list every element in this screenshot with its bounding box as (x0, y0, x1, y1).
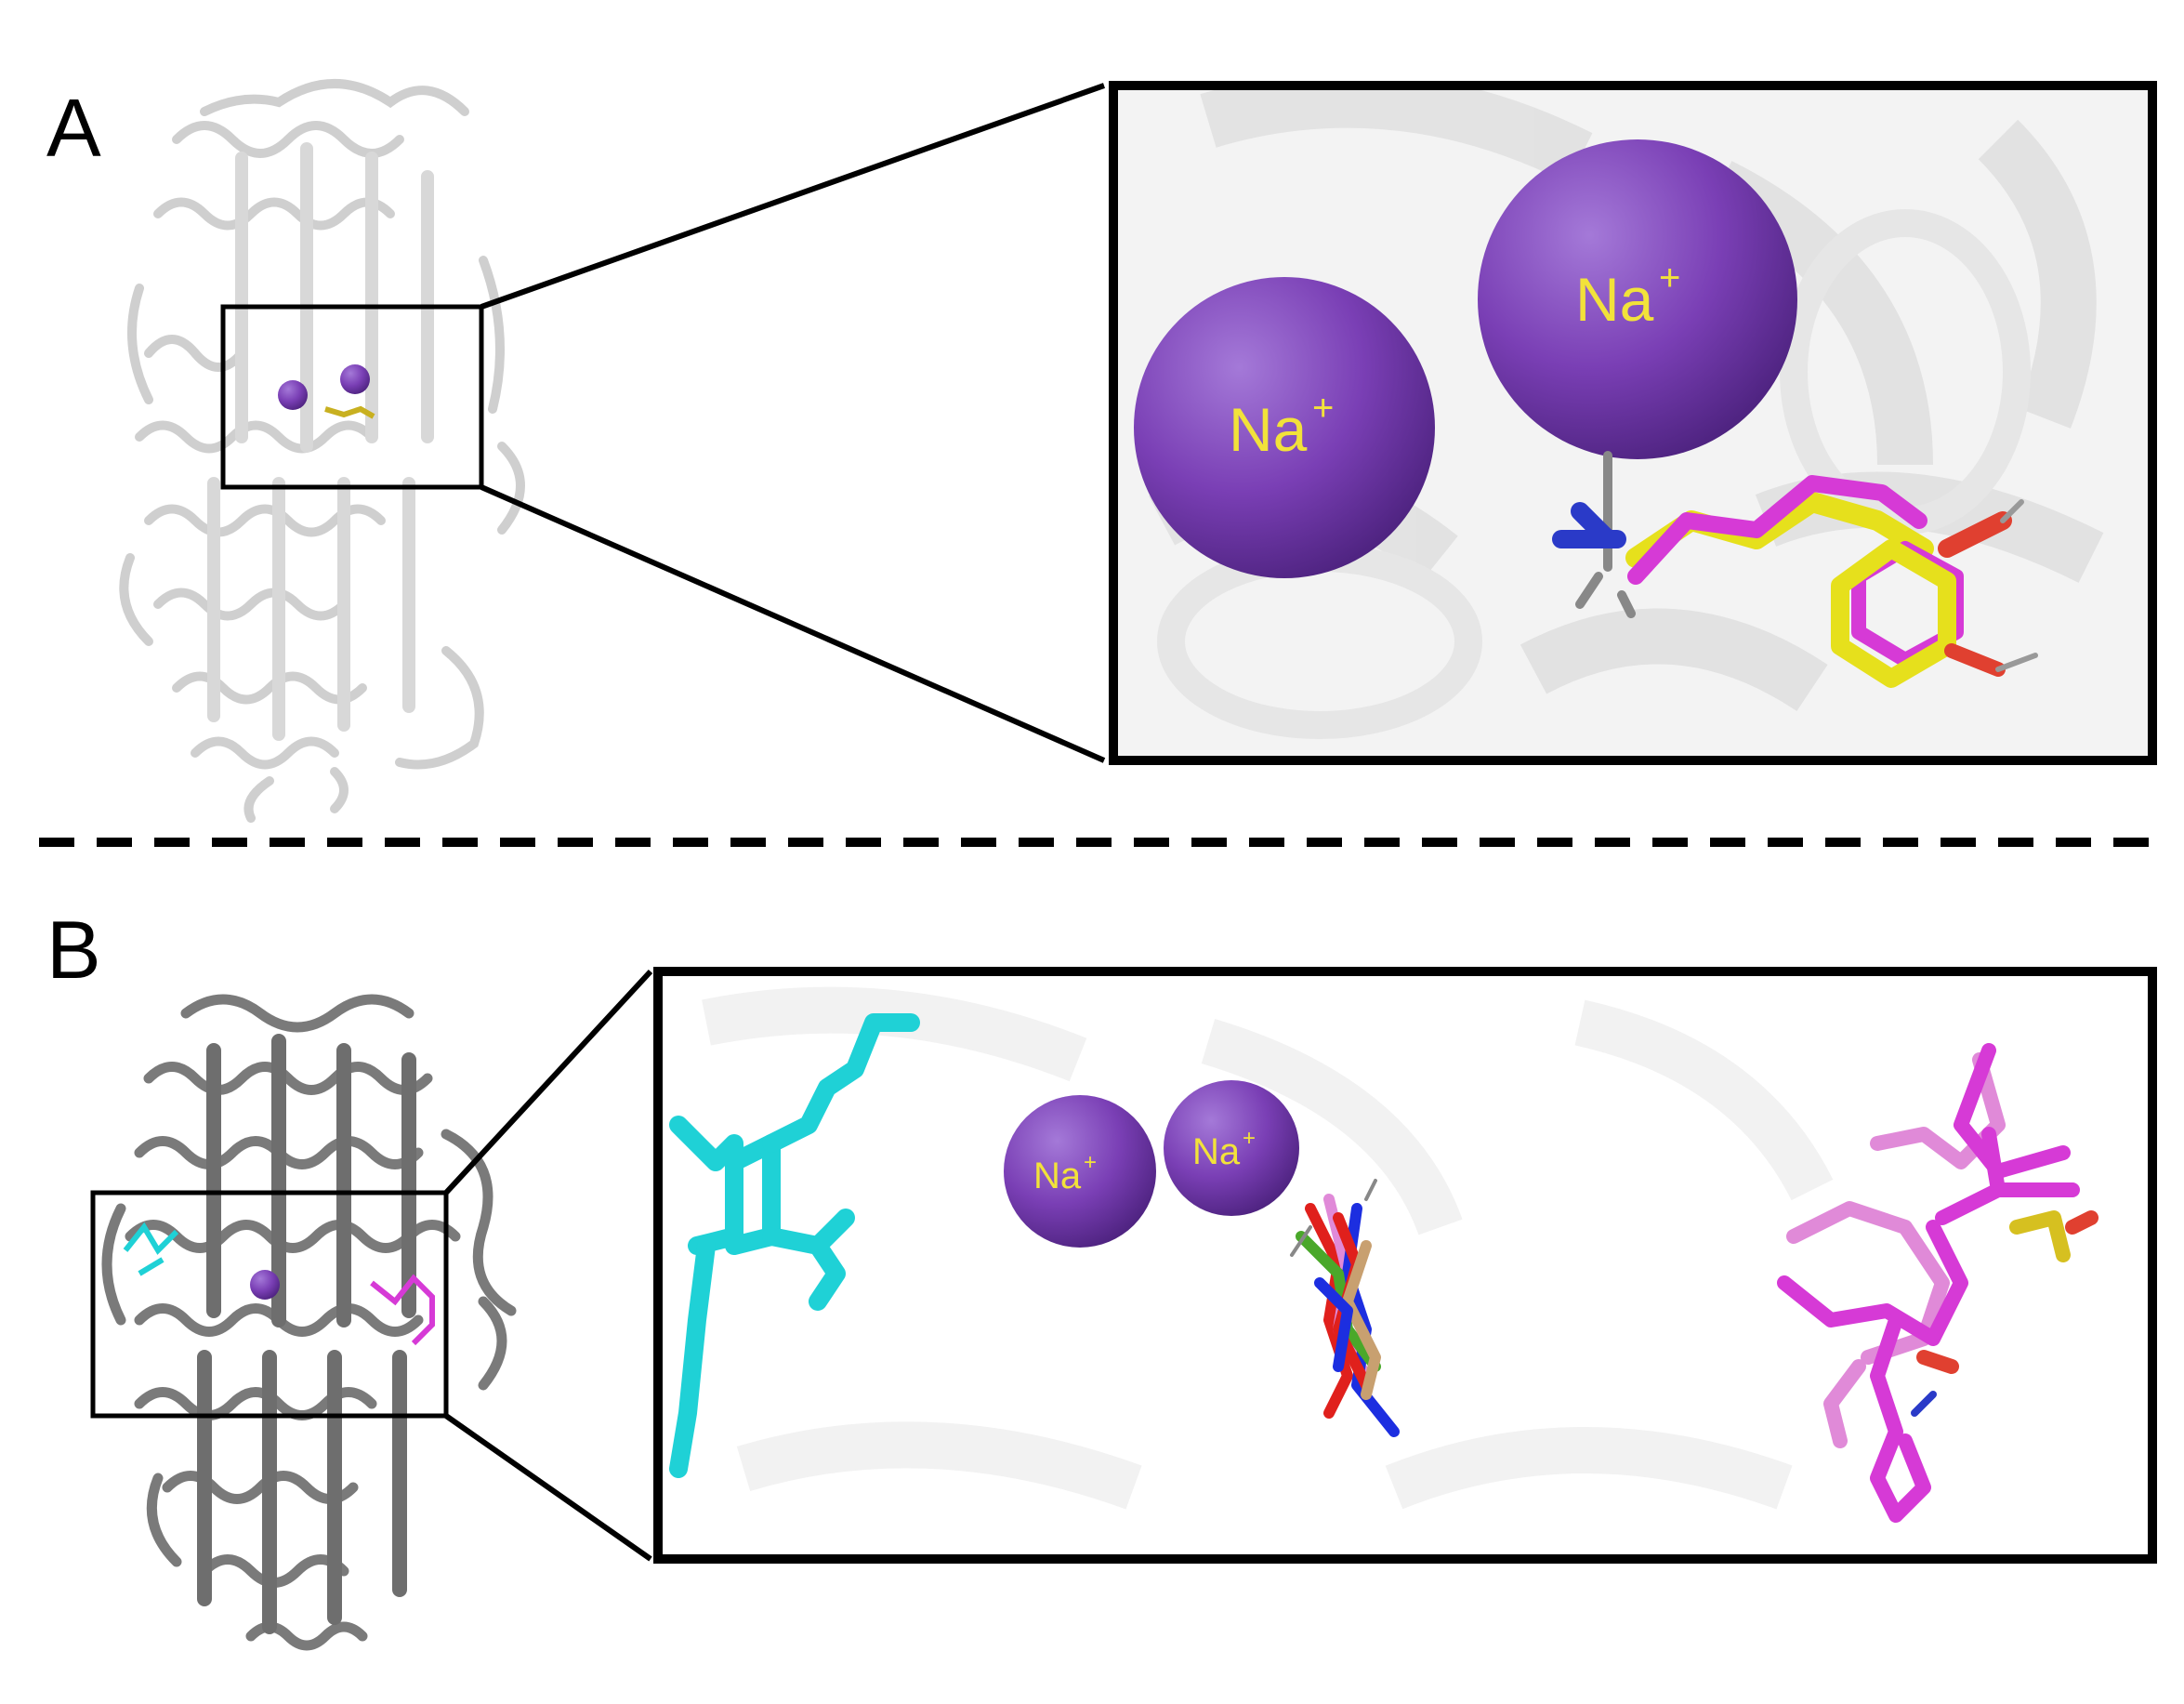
ligand-magenta-b (1777, 1043, 2098, 1523)
sodium-ion-b-right (1164, 1080, 1299, 1216)
sodium-charge-a-left: + (1312, 388, 1334, 429)
sodium-label-a-right: Na (1575, 265, 1654, 334)
panel-letter-b: B (46, 904, 101, 996)
sodium-ion-small-b (250, 1270, 280, 1300)
sodium-ion-small-a2 (340, 364, 370, 394)
sodium-ion-a-right (1478, 139, 1797, 459)
ligand-cyan-b (669, 1013, 920, 1478)
zoom-box-b (90, 1190, 449, 1419)
zoom-line-b-bottom (444, 1413, 652, 1562)
protein-overview-a (119, 79, 525, 823)
zoom-line-a-top (480, 83, 1106, 310)
ligand-cluster-b (1290, 1179, 1400, 1437)
protein-overview-b (101, 994, 517, 1651)
sodium-charge-a-right: + (1659, 258, 1680, 298)
inset-a-frame (1109, 81, 2157, 765)
sodium-ion-b-left (1004, 1095, 1156, 1248)
ligand-small-b (123, 1222, 435, 1346)
sodium-charge-b-left: + (1084, 1150, 1097, 1175)
zoom-line-b-top (443, 969, 653, 1195)
ligand-small-a (324, 405, 375, 419)
ligand-overlay-a (1552, 451, 2038, 688)
sodium-label-a-left: Na (1229, 395, 1308, 464)
sodium-ion-small-a1 (278, 380, 308, 410)
zoom-box-a (220, 304, 484, 490)
zoom-line-a-bottom (480, 484, 1106, 763)
panel-letter-a: A (46, 82, 101, 174)
sodium-label-b-left: Na (1033, 1156, 1082, 1196)
sodium-ion-a-left (1134, 277, 1435, 578)
sodium-label-b-right: Na (1192, 1131, 1241, 1172)
inset-b-frame (653, 967, 2157, 1564)
inset-b (658, 971, 2152, 1559)
sodium-charge-b-right: + (1243, 1126, 1256, 1151)
